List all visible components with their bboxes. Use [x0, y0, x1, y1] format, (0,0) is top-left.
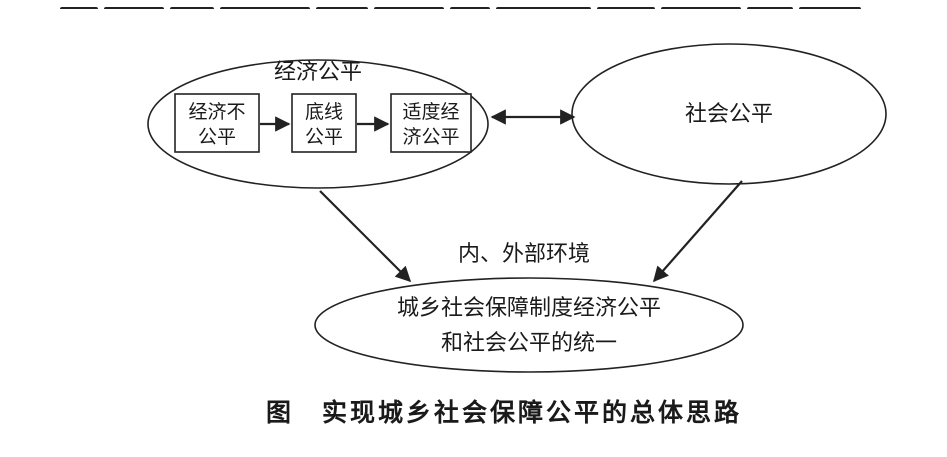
step-box-label: 公平: [305, 126, 343, 148]
step-box-label: 经济不: [188, 101, 245, 123]
economic-fairness-title: 经济公平: [274, 60, 362, 85]
step-box-economic-unfairness: 经济不 公平: [174, 93, 260, 153]
arrow-economic-to-unification: [319, 190, 412, 283]
step-box-label: 公平: [198, 126, 236, 148]
step-box-moderate-economic-fairness: 适度经 济公平: [390, 93, 472, 153]
figure-caption: 图 实现城乡社会保障公平的总体思路: [266, 398, 742, 427]
economic-fairness-ellipse: [147, 59, 489, 189]
environment-label: 内、外部环境: [458, 242, 590, 267]
cropped-text-strip: [60, 0, 900, 9]
social-fairness-label: 社会公平: [685, 102, 773, 127]
step-box-label: 适度经: [402, 101, 459, 123]
unification-line1: 城乡社会保障制度经济公平: [397, 296, 661, 321]
arrow-social-to-unification: [652, 180, 743, 283]
unification-line2: 和社会公平的统一: [441, 331, 617, 356]
step-box-label: 济公平: [402, 126, 459, 148]
step-box-label: 底线: [305, 101, 343, 123]
step-box-baseline-fairness: 底线 公平: [291, 93, 357, 153]
unification-ellipse: [314, 277, 744, 373]
